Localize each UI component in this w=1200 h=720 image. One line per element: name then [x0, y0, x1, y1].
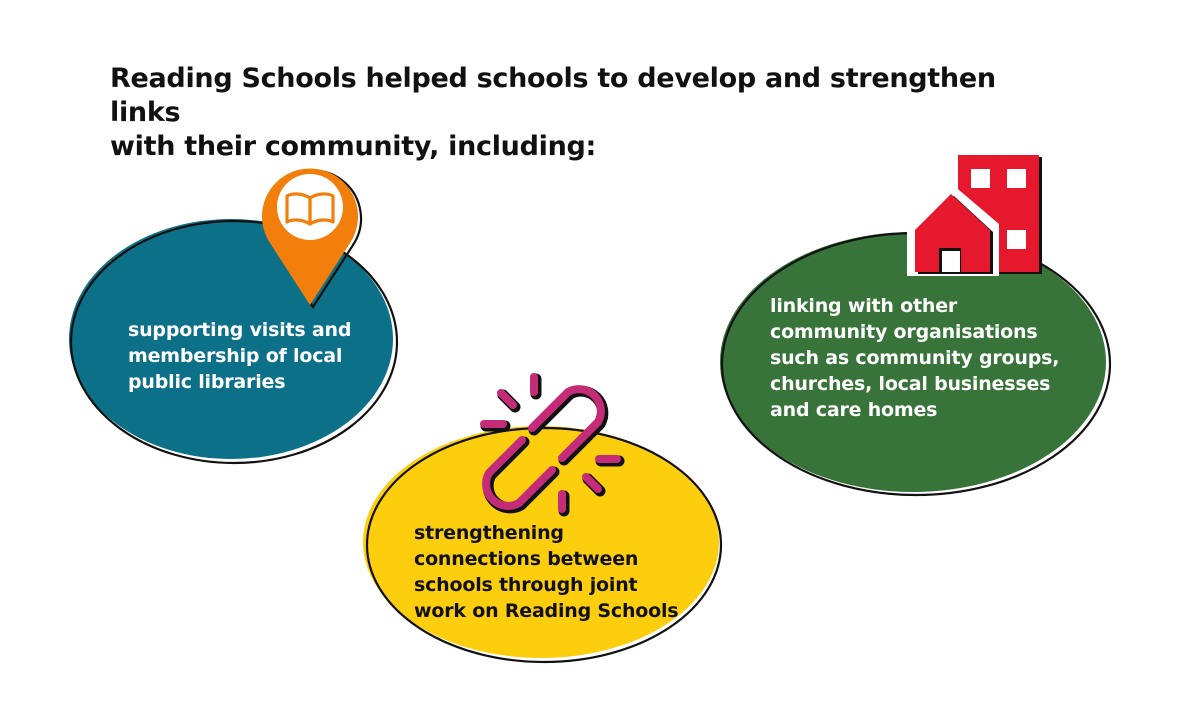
community-blob-fill	[720, 232, 1106, 492]
libraries-text: supporting visits and membership of loca…	[128, 317, 351, 395]
community-text-line: community organisations	[770, 321, 1038, 343]
community-text-line: linking with other	[770, 295, 958, 317]
heading-line: Reading Schools helped schools to develo…	[110, 63, 996, 128]
libraries-text-line: membership of local	[128, 345, 343, 367]
community-text-line: churches, local businesses	[770, 373, 1051, 395]
community-text-line: and care homes	[770, 399, 938, 421]
heading-line: with their community, including:	[110, 131, 597, 162]
libraries-text-line: supporting visits and	[128, 319, 352, 341]
libraries-text-line: public libraries	[128, 371, 286, 393]
schools-blob-outline	[365, 426, 723, 664]
schools-text-line: connections between	[414, 548, 639, 570]
house-building-icon	[907, 155, 1042, 276]
broken-chain-link-icon	[480, 373, 625, 517]
schools-blob-fill	[363, 426, 719, 658]
schools-blob	[363, 426, 723, 664]
map-pin-book-icon	[262, 168, 363, 310]
community-text: linking with other community organisatio…	[770, 293, 1059, 423]
libraries-blob-outline	[69, 219, 399, 465]
page-heading: Reading Schools helped schools to develo…	[110, 62, 1070, 164]
schools-text-line: strengthening	[414, 522, 564, 544]
schools-text-line: work on Reading Schools	[414, 600, 679, 622]
community-text-line: such as community groups,	[770, 347, 1060, 369]
schools-text-line: schools through joint	[414, 574, 638, 596]
schools-text: strengthening connections between school…	[414, 520, 679, 624]
